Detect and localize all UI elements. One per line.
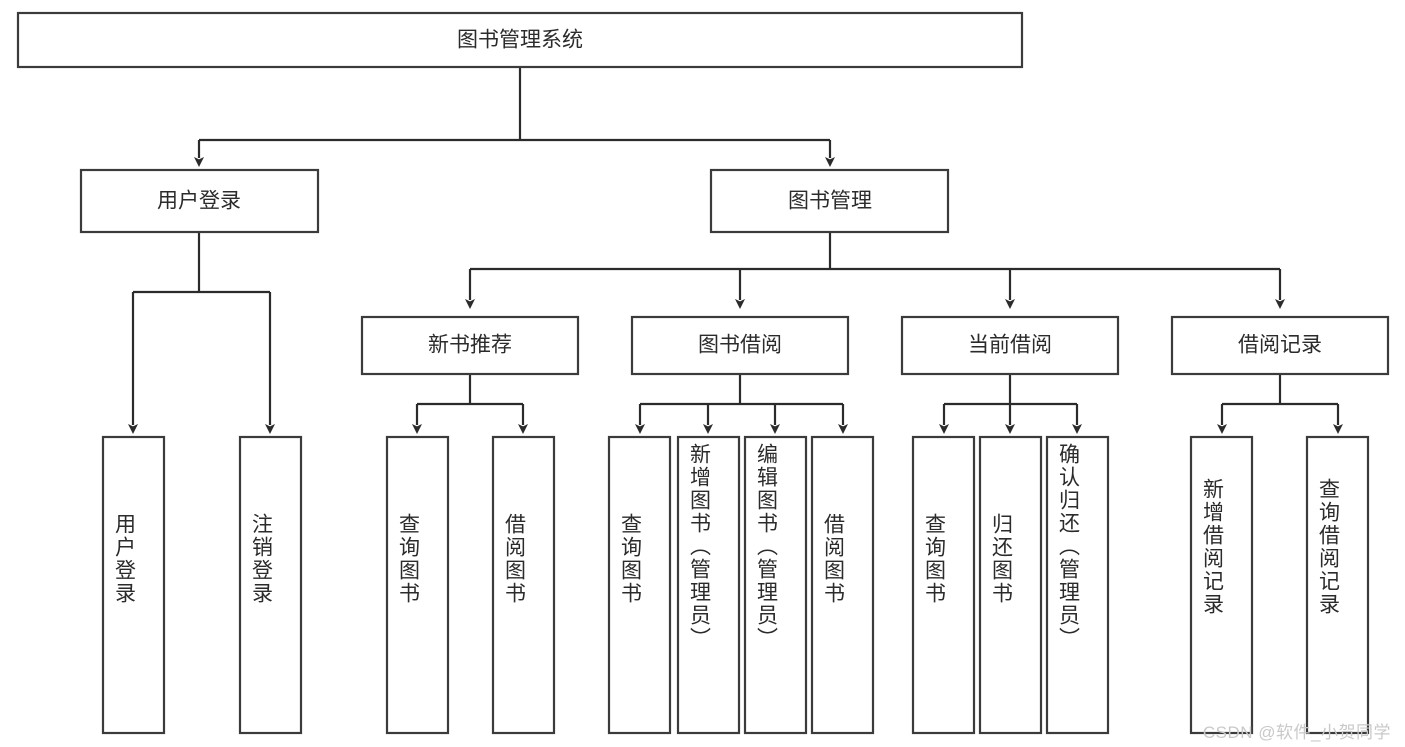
connector-layer xyxy=(128,67,1343,434)
leaf-borrow-book-1-box[interactable] xyxy=(491,435,556,735)
leaf-layer xyxy=(101,435,1370,735)
node-book-manage-box[interactable] xyxy=(709,168,950,234)
node-new-book-rec-label: 新书推荐 xyxy=(428,334,512,357)
leaf-confirm-return-box[interactable] xyxy=(1045,435,1110,735)
node-root[interactable]: 图书管理系统 xyxy=(16,11,1024,69)
node-current-borrow-label: 当前借阅 xyxy=(968,334,1052,357)
node-user-login[interactable]: 用户登录 xyxy=(79,168,320,234)
node-borrow-record[interactable]: 借阅记录 xyxy=(1170,315,1390,376)
leaf-query-book-2-box[interactable] xyxy=(607,435,672,735)
leaf-logout-box[interactable] xyxy=(238,435,303,735)
node-root-label: 图书管理系统 xyxy=(457,29,583,52)
node-borrow-record-box[interactable] xyxy=(1170,315,1390,376)
leaf-return-book-box[interactable] xyxy=(978,435,1043,735)
node-book-manage[interactable]: 图书管理 xyxy=(709,168,950,234)
node-book-borrow[interactable]: 图书借阅 xyxy=(630,315,850,376)
node-new-book-rec-box[interactable] xyxy=(360,315,580,376)
node-new-book-rec[interactable]: 新书推荐 xyxy=(360,315,580,376)
leaf-query-book-3-box[interactable] xyxy=(911,435,976,735)
node-current-borrow-box[interactable] xyxy=(900,315,1120,376)
node-user-login-box[interactable] xyxy=(79,168,320,234)
leaf-add-book-box[interactable] xyxy=(676,435,741,735)
node-book-manage-label: 图书管理 xyxy=(788,190,872,213)
node-current-borrow[interactable]: 当前借阅 xyxy=(900,315,1120,376)
leaf-user-login-box[interactable] xyxy=(101,435,166,735)
node-borrow-record-label: 借阅记录 xyxy=(1238,334,1322,357)
leaf-query-record-box[interactable] xyxy=(1305,435,1370,735)
node-root-box[interactable] xyxy=(16,11,1024,69)
leaf-edit-book-box[interactable] xyxy=(743,435,808,735)
node-user-login-label: 用户登录 xyxy=(157,190,241,213)
leaf-add-record-box[interactable] xyxy=(1189,435,1254,735)
node-book-borrow-box[interactable] xyxy=(630,315,850,376)
csdn-watermark: CSDN @软件_小贺同学 xyxy=(1202,723,1391,742)
leaf-borrow-book-2-box[interactable] xyxy=(810,435,875,735)
leaf-query-book-1-box[interactable] xyxy=(385,435,450,735)
node-book-borrow-label: 图书借阅 xyxy=(698,334,782,357)
